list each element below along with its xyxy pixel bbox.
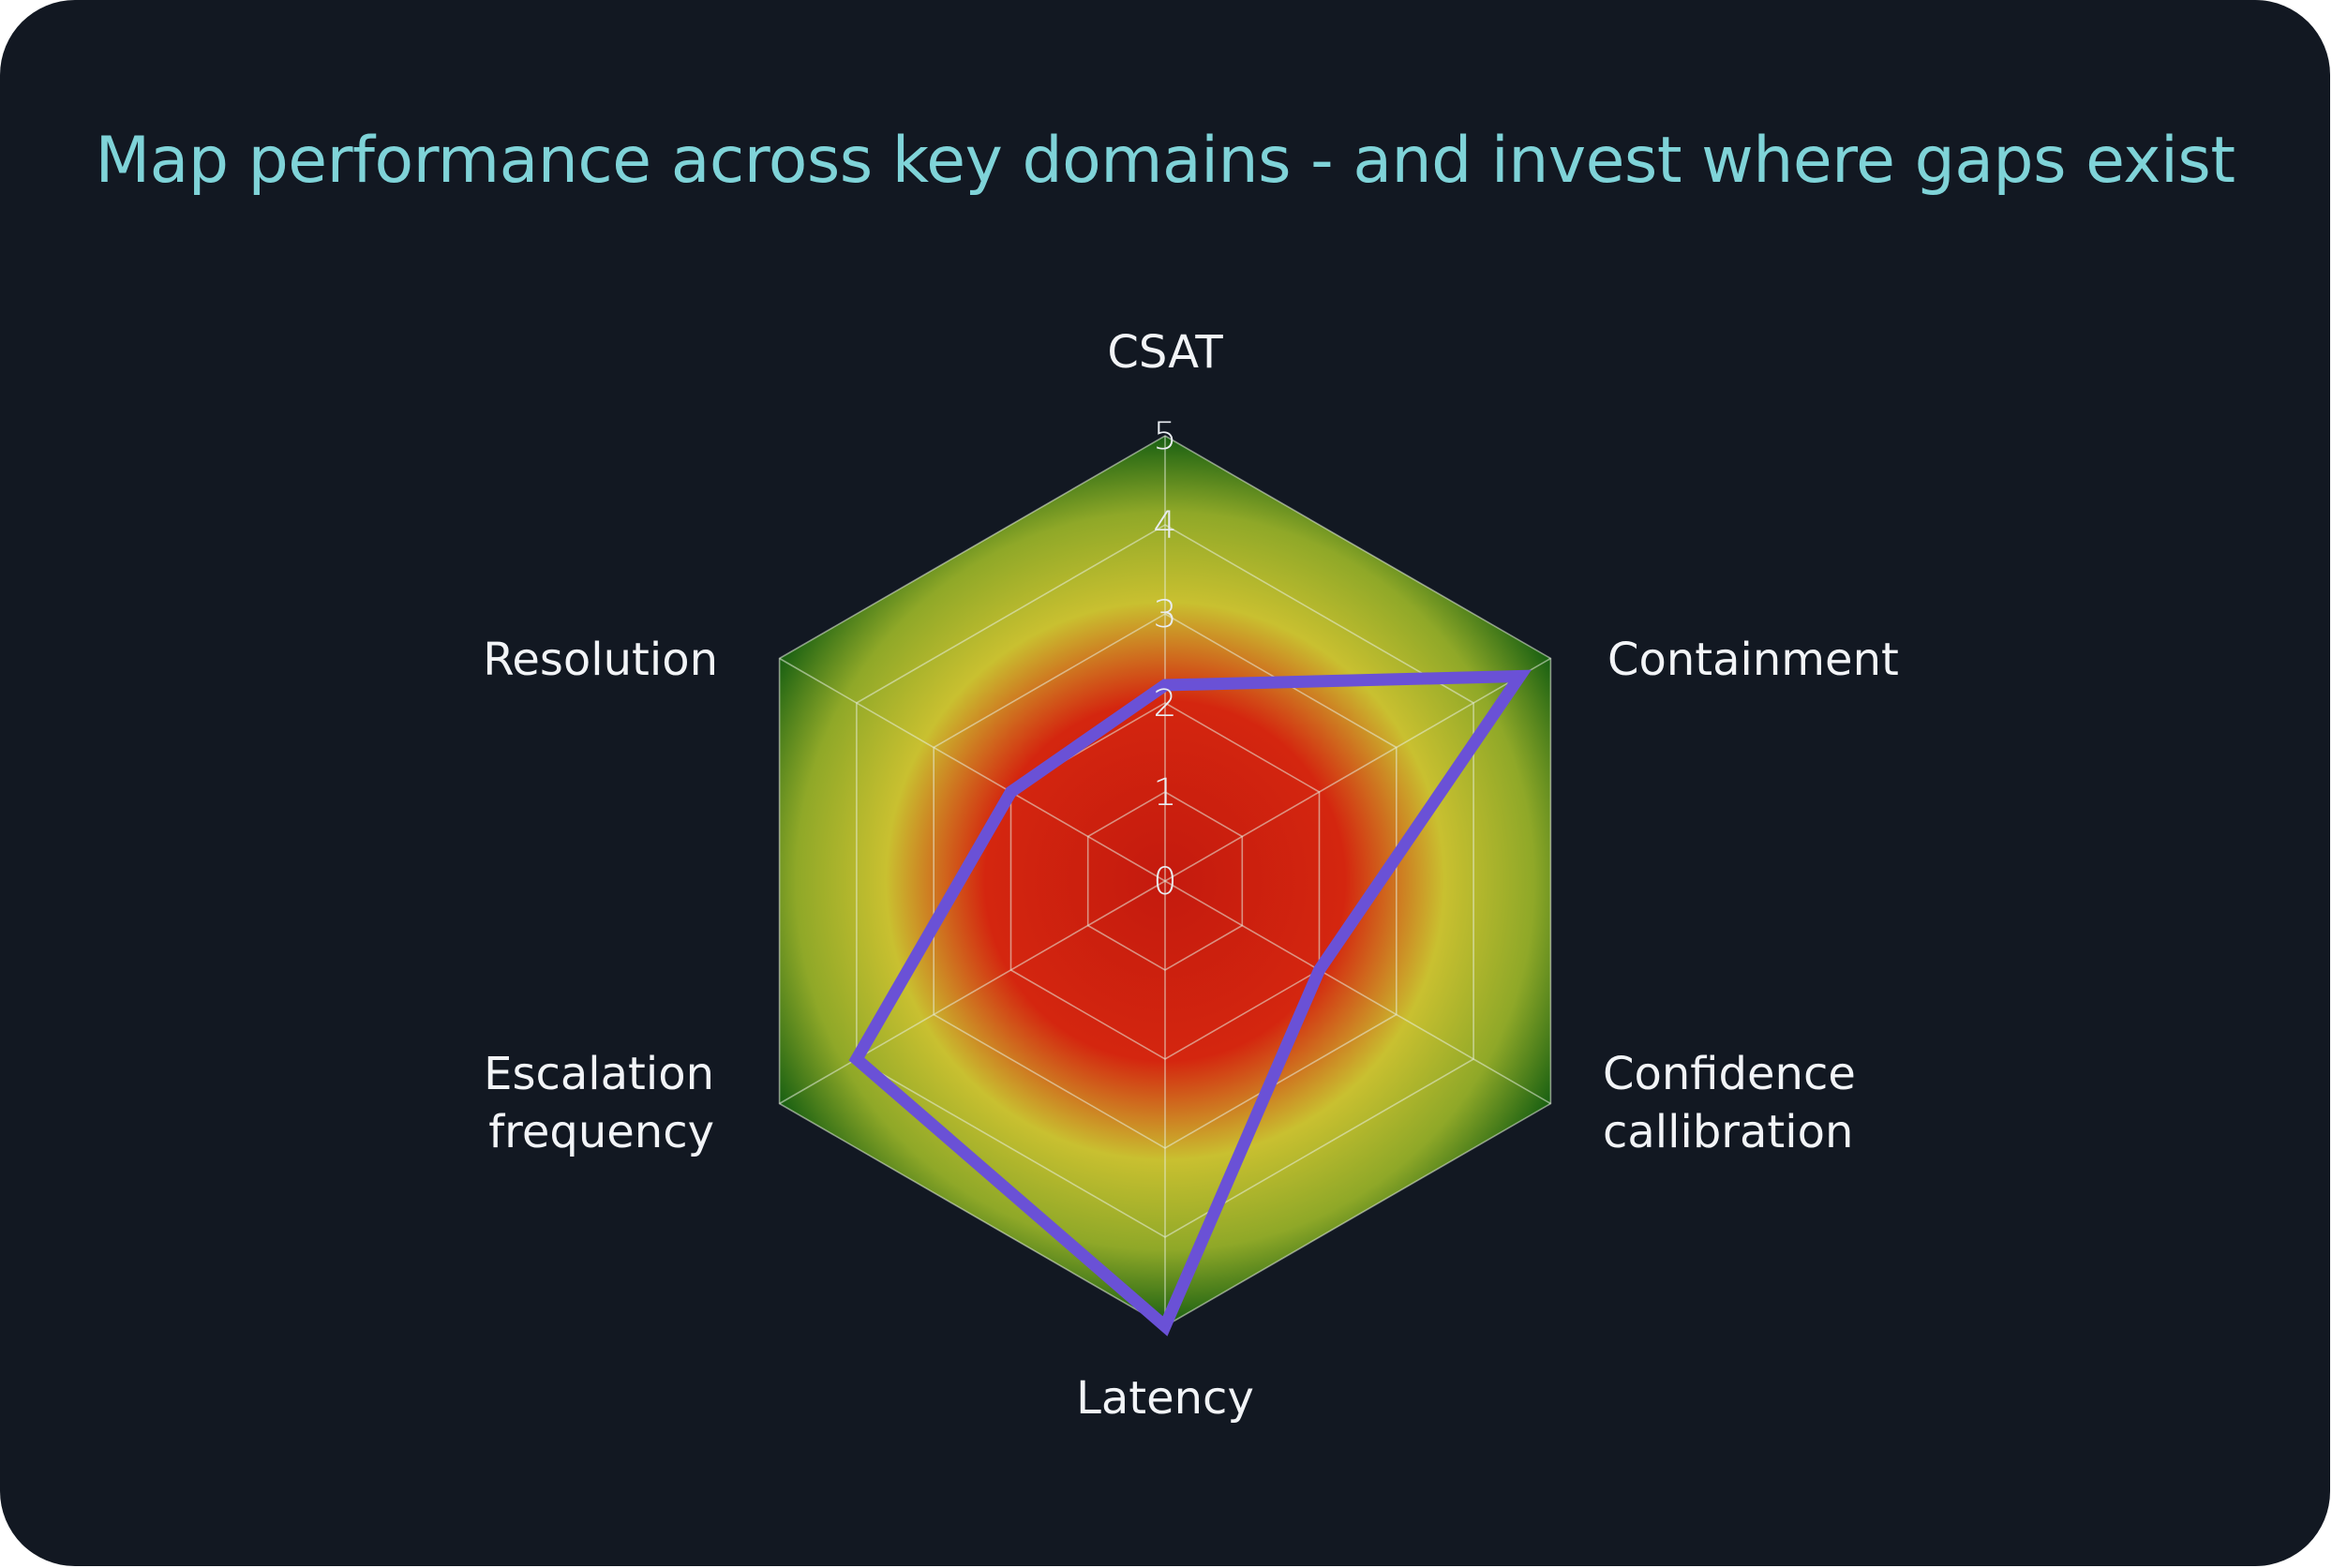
- axis-label-group: Resolution: [483, 634, 718, 686]
- axis-label-group: Confidence callibration: [1603, 1048, 1856, 1158]
- axis-label-group: Latency: [1076, 1372, 1254, 1425]
- grid-spoke: [1164, 657, 1551, 882]
- axis-label: Latency: [1076, 1372, 1254, 1425]
- series-point: [1518, 675, 1521, 678]
- axis-label: Containment: [1607, 634, 1899, 686]
- axis-label-group: Escalation frequency: [484, 1048, 714, 1158]
- axis-label: Escalation: [484, 1048, 714, 1100]
- axis-label: frequency: [488, 1106, 714, 1158]
- tick-label: 1: [1153, 771, 1176, 814]
- series-point: [1164, 684, 1166, 686]
- grid-spoke: [1164, 880, 1551, 1105]
- series-point: [1009, 791, 1012, 793]
- series-point: [1164, 1325, 1166, 1327]
- axis-label-group: Containment: [1607, 634, 1899, 686]
- series-point: [855, 1058, 858, 1060]
- grid-spoke: [779, 880, 1166, 1105]
- axis-label: CSAT: [1107, 326, 1223, 379]
- axis-label: callibration: [1603, 1106, 1853, 1158]
- tick-label: 3: [1153, 593, 1176, 636]
- series-point: [1318, 969, 1321, 971]
- grid-spoke: [779, 657, 1166, 882]
- tick-label: 2: [1153, 682, 1176, 725]
- axis-label: Confidence: [1603, 1048, 1856, 1100]
- tick-label: 0: [1153, 860, 1176, 903]
- axis-label-group: CSAT: [1107, 326, 1223, 379]
- tick-label: 5: [1153, 415, 1176, 458]
- chart-title: Map performance across key domains - and…: [95, 124, 2235, 198]
- axis-label: Resolution: [483, 634, 718, 686]
- tick-label: 4: [1153, 504, 1176, 547]
